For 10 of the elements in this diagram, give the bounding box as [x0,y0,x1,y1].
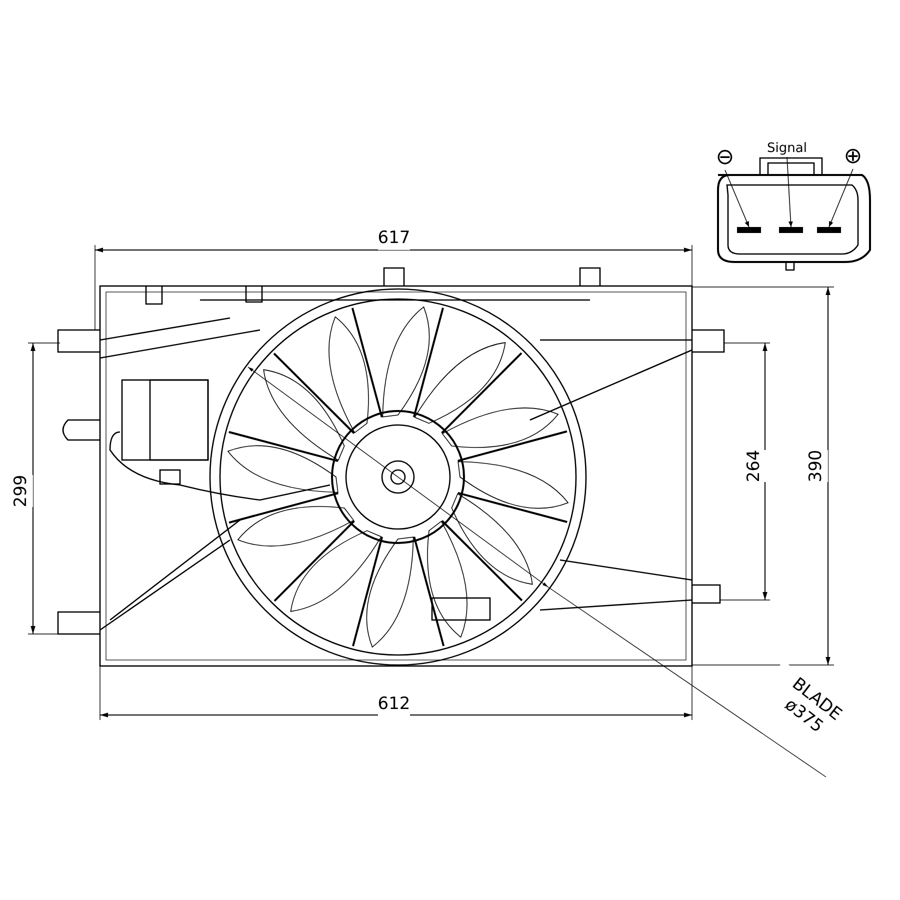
leader-line [828,168,854,228]
dimension-label: 612 [378,694,410,716]
dimension-label: 264 [744,450,766,482]
connector-pin [779,227,803,233]
pin-label: Signal [763,139,811,157]
connector-pin [817,227,841,233]
connector-pin [737,227,761,233]
polarity-symbol: ⊖ [714,146,736,170]
polarity-symbol: ⊕ [842,145,864,169]
leader-line [786,156,793,228]
